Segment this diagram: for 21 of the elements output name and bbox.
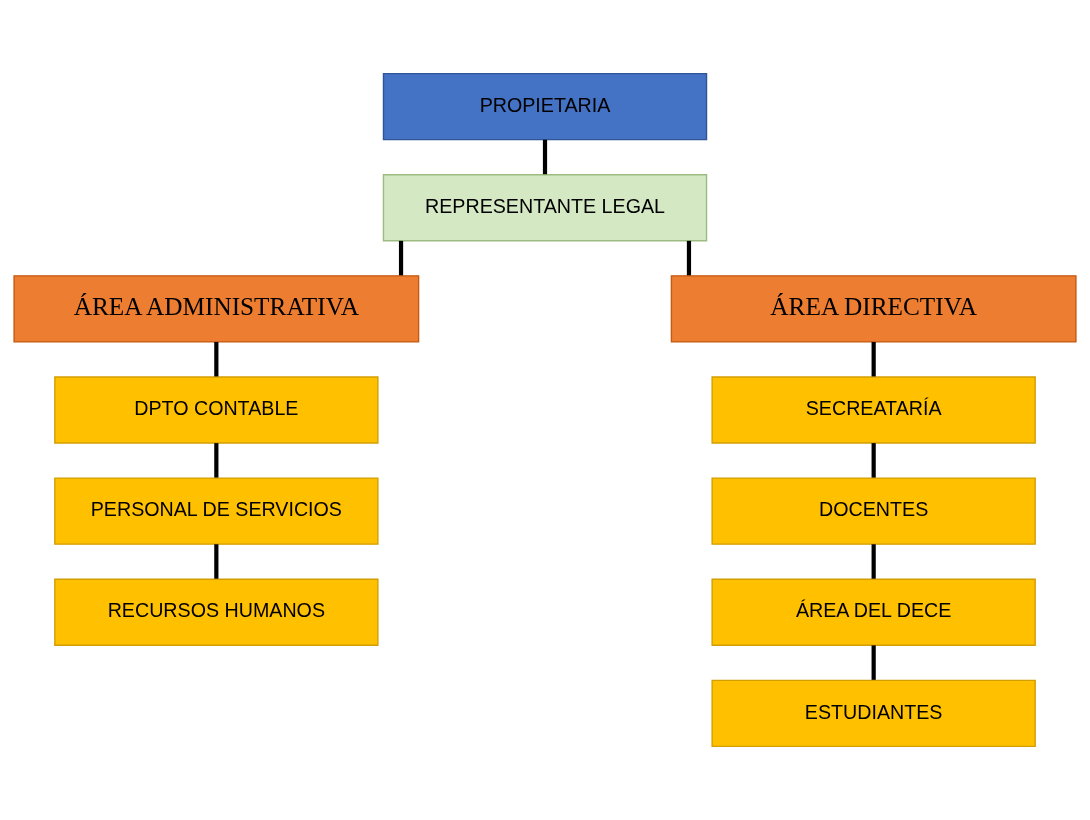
node-box: ÁREA ADMINISTRATIVA <box>13 275 420 343</box>
connector <box>214 443 219 478</box>
connector <box>871 645 876 680</box>
connector <box>871 342 876 377</box>
node-box: ESTUDIANTES <box>711 679 1036 748</box>
node-box: RECURSOS HUMANOS <box>54 578 379 646</box>
connector <box>686 240 692 276</box>
node-box: PROPIETARIA <box>382 72 708 141</box>
connector <box>214 342 219 377</box>
connector <box>542 139 548 175</box>
node-box: ÁREA DIRECTIVA <box>670 275 1077 343</box>
node-box: REPRESENTANTE LEGAL <box>382 174 708 242</box>
node-box: DPTO CONTABLE <box>54 376 379 444</box>
node-box: SECREATARÍA <box>711 376 1036 444</box>
node-box: DOCENTES <box>711 477 1036 545</box>
node-box: PERSONAL DE SERVICIOS <box>54 477 379 545</box>
connector <box>871 443 876 478</box>
connector <box>398 240 404 276</box>
connector <box>871 544 876 579</box>
connector <box>214 544 219 579</box>
node-box: ÁREA DEL DECE <box>711 578 1036 646</box>
